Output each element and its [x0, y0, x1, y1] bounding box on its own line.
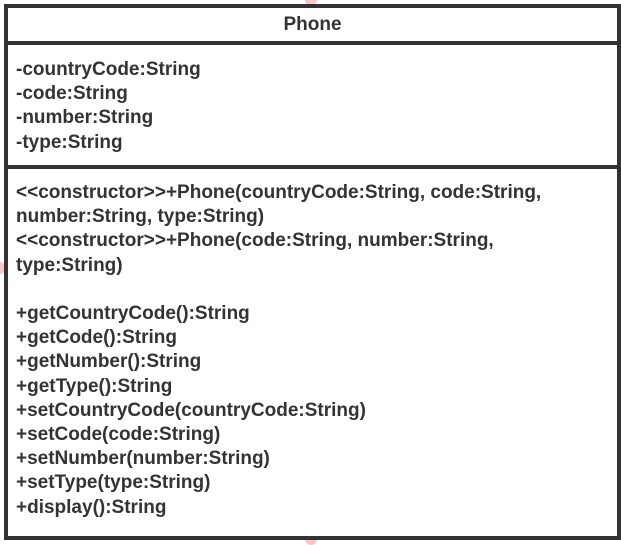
attribute-type: -type:String — [16, 131, 123, 153]
method-get-type: +getType():String — [16, 375, 173, 397]
selection-handle-top[interactable] — [305, 0, 317, 6]
constructor-short-line-2: type:String) — [16, 254, 123, 276]
operations-section[interactable]: <<constructor>>+Phone(countryCode:String… — [8, 169, 617, 536]
class-name-section[interactable]: Phone — [8, 8, 617, 41]
class-name: Phone — [283, 13, 342, 35]
constructor-short-line-1: <<constructor>>+Phone(code:String, numbe… — [16, 230, 494, 252]
uml-class-box[interactable]: Phone -countryCode:String -code:String -… — [4, 4, 621, 540]
constructor-full-line-1: <<constructor>>+Phone(countryCode:String… — [16, 182, 542, 203]
method-set-type: +setType(type:String) — [16, 472, 211, 494]
constructor-full-line-2: number:String, type:String) — [16, 206, 265, 228]
attribute-country-code: -countryCode:String — [16, 59, 201, 80]
blank-line — [16, 278, 617, 302]
divider-name-attributes — [8, 41, 617, 45]
divider-attributes-operations — [8, 165, 617, 169]
method-get-code: +getCode():String — [16, 327, 177, 349]
method-set-number: +setNumber(number:String) — [16, 448, 270, 470]
method-get-country-code: +getCountryCode():String — [16, 303, 250, 324]
selection-handle-left[interactable] — [0, 262, 6, 274]
attributes-section[interactable]: -countryCode:String -code:String -number… — [8, 45, 617, 165]
method-get-number: +getNumber():String — [16, 351, 202, 373]
method-set-country-code: +setCountryCode(countryCode:String) — [16, 399, 366, 421]
attribute-number: -number:String — [16, 107, 154, 129]
attribute-code: -code:String — [16, 83, 128, 105]
method-display: +display():String — [16, 496, 167, 518]
method-set-code: +setCode(code:String) — [16, 424, 221, 446]
